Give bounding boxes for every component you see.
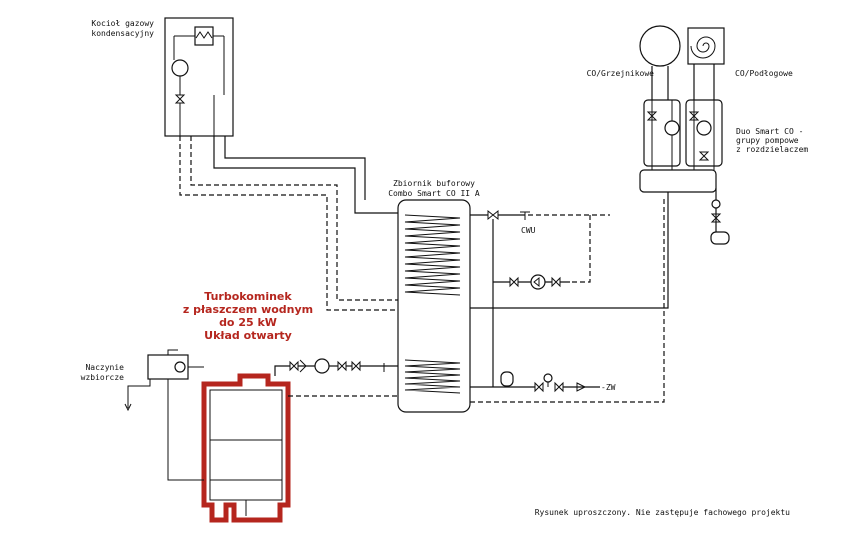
cwu-label: CWU xyxy=(521,226,536,235)
fireplace-label-2: z płaszczem wodnym xyxy=(183,303,313,316)
floor-heating-icon xyxy=(687,27,725,65)
disclaimer-note: Rysunek uproszczony. Nie zastępuje facho… xyxy=(535,508,790,517)
valve-icon xyxy=(509,276,519,288)
upper-coil xyxy=(404,214,461,296)
gas-return-pipe xyxy=(179,136,398,311)
check-valve-icon xyxy=(299,359,307,373)
manifold xyxy=(639,169,717,193)
fireplace-door xyxy=(209,439,283,481)
co-return-pipe xyxy=(470,198,665,403)
pump-group-label-2: grupy pompowe xyxy=(736,136,799,145)
floor-heating-label: CO/Podłogowe xyxy=(735,69,793,78)
fireplace-label-4: Układ otwarty xyxy=(204,329,292,342)
pressure-gauge-icon xyxy=(711,199,721,209)
radiators-label: CO/Grzejnikowe xyxy=(587,69,655,78)
circulation-pump-icon xyxy=(530,274,546,290)
pressure-gauge-icon xyxy=(543,373,553,383)
check-valve-icon xyxy=(576,382,587,392)
pump-icon xyxy=(664,120,680,136)
valve-icon xyxy=(337,360,347,372)
radiator-icon xyxy=(639,25,681,67)
pump-icon xyxy=(696,120,712,136)
buffer-tank-label-1: Zbiornik buforowy xyxy=(393,179,475,188)
valve-icon xyxy=(289,360,299,372)
pump-group-label-1: Duo Smart CO - xyxy=(736,127,803,136)
valve-icon xyxy=(551,276,561,288)
pump-icon xyxy=(314,358,330,374)
pump-group-duo-smart xyxy=(639,99,723,193)
pump-icon xyxy=(171,59,189,77)
mixing-valve-icon xyxy=(698,151,710,161)
valve-icon xyxy=(351,360,361,372)
gas-boiler-label-1: Kocioł gazowy xyxy=(91,19,154,28)
gas-boiler xyxy=(164,17,234,137)
zw-label: -ZW xyxy=(601,383,616,392)
mixing-valve-icon xyxy=(487,209,499,221)
fireplace-boiler xyxy=(201,373,291,523)
expansion-vessel-label-2: wzbiorcze xyxy=(81,373,125,382)
valve-icon xyxy=(534,381,544,393)
buffer-tank xyxy=(397,199,471,413)
buffer-tank-label-2: Combo Smart CO II A xyxy=(388,189,480,198)
valve-icon xyxy=(174,94,186,104)
gas-boiler-label-2: kondensacyjny xyxy=(91,29,154,38)
heat-exchanger-icon xyxy=(194,26,214,46)
expansion-vessel-label-1: Naczynie xyxy=(85,363,124,372)
valve-icon xyxy=(554,381,564,393)
fireplace-label-3: do 25 kW xyxy=(219,316,277,329)
co-supply-pipe xyxy=(470,192,669,309)
safety-valve-icon xyxy=(710,213,722,223)
expansion-tank-icon xyxy=(710,231,730,245)
gas-supply-pipe xyxy=(213,136,398,214)
pump-group-label-3: z rozdzielaczem xyxy=(736,145,808,154)
lower-coil xyxy=(404,359,461,394)
pressure-tank-icon xyxy=(500,371,514,387)
fireplace-label-1: Turbokominek xyxy=(204,290,292,303)
